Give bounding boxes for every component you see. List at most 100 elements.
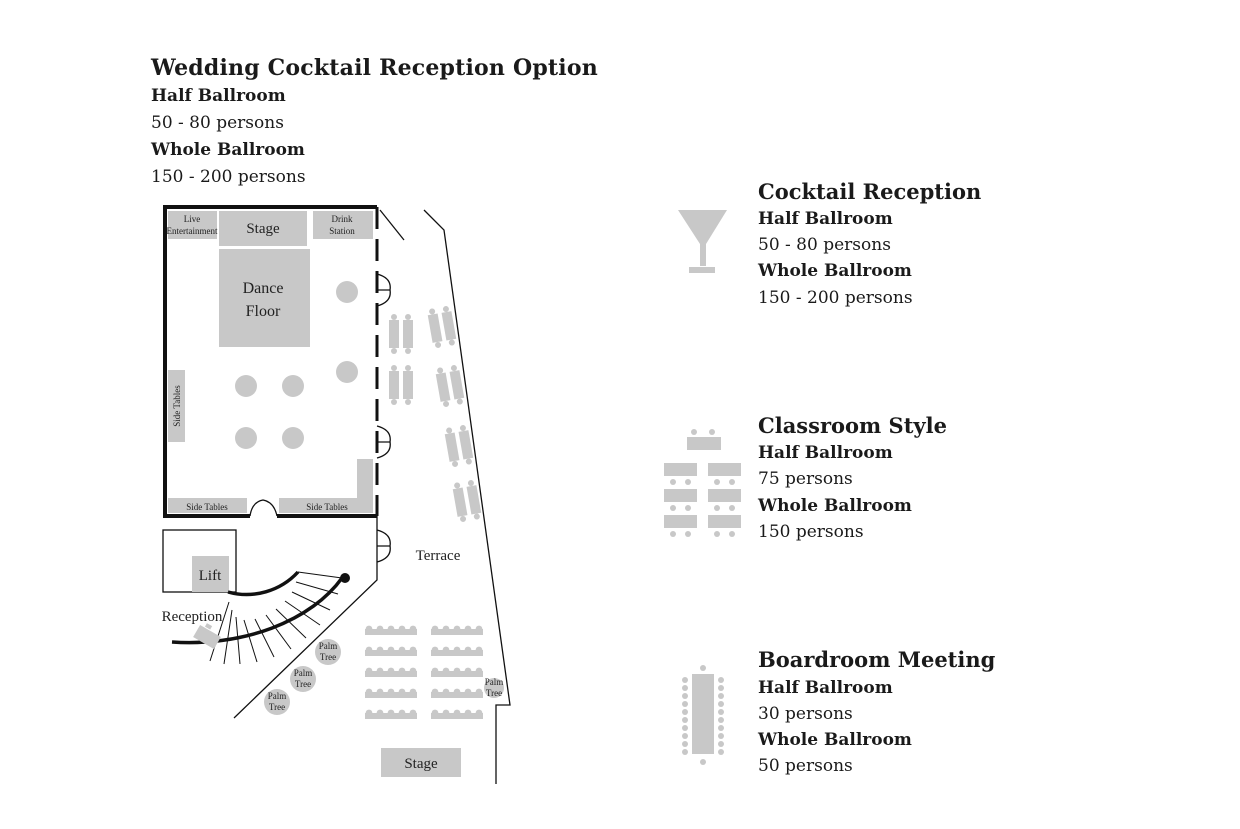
palm-tree-1-label-a: Palm xyxy=(319,641,338,651)
option-title-boardroom: Boardroom Meeting xyxy=(758,647,996,672)
martini-glass-icon xyxy=(678,210,727,273)
header-half-value: 50 - 80 persons xyxy=(151,113,284,133)
terrace-tables xyxy=(389,306,482,522)
round-table xyxy=(235,375,257,397)
seat xyxy=(475,625,483,633)
seat xyxy=(376,646,384,654)
live-entertainment-label-2: Entertainment xyxy=(167,226,218,236)
boardroom-chair xyxy=(682,717,688,723)
seat xyxy=(398,709,406,717)
classroom-chair xyxy=(714,531,720,537)
round-tables xyxy=(235,281,358,449)
seat xyxy=(464,688,472,696)
seat-row xyxy=(431,667,483,677)
option-classroom-whole-label: Whole Ballroom xyxy=(758,496,912,516)
table-pair xyxy=(444,425,474,467)
stage-bottom xyxy=(381,748,461,777)
seat-row xyxy=(431,709,483,719)
boardroom-table-icon xyxy=(682,665,724,765)
seat xyxy=(431,625,439,633)
seat xyxy=(387,646,395,654)
seat-row xyxy=(431,688,483,698)
boardroom-chair xyxy=(682,709,688,715)
seat xyxy=(365,709,373,717)
seat xyxy=(387,688,395,696)
seat xyxy=(409,625,417,633)
palm-tree-3-label-b: Tree xyxy=(269,702,285,712)
header-half-label: Half Ballroom xyxy=(151,86,286,106)
round-table xyxy=(235,427,257,449)
palm-tree xyxy=(264,689,290,715)
seat xyxy=(387,625,395,633)
seat xyxy=(398,625,406,633)
lift xyxy=(192,556,229,592)
classroom-chair xyxy=(714,479,720,485)
seat xyxy=(453,709,461,717)
seat xyxy=(409,667,417,675)
reception-desk xyxy=(193,623,221,650)
side-tables-bottom-left xyxy=(168,498,247,513)
classroom-desk xyxy=(708,515,741,528)
dance-floor-label-1: Dance xyxy=(243,280,284,297)
seat xyxy=(431,688,439,696)
seat xyxy=(475,688,483,696)
option-boardroom-half-label: Half Ballroom xyxy=(758,678,893,698)
table-pair xyxy=(452,480,482,522)
boardroom-chair xyxy=(718,685,724,691)
seat xyxy=(365,646,373,654)
classroom-chair xyxy=(685,531,691,537)
seat xyxy=(442,667,450,675)
seat xyxy=(365,667,373,675)
classroom-chair xyxy=(670,531,676,537)
side-tables-left-label: Side Tables xyxy=(172,385,182,427)
dance-floor-label-2: Floor xyxy=(246,303,281,320)
palm-tree xyxy=(315,639,341,665)
boardroom-chair xyxy=(682,677,688,683)
seating-rows xyxy=(365,625,483,719)
stage-top-label: Stage xyxy=(246,221,280,237)
boardroom-chair xyxy=(682,685,688,691)
boardroom-chair xyxy=(718,701,724,707)
classroom-chair xyxy=(670,505,676,511)
classroom-desk xyxy=(708,489,741,502)
lift-label: Lift xyxy=(199,568,222,584)
drink-station-label-2: Station xyxy=(329,226,355,236)
boardroom-chair xyxy=(718,741,724,747)
seat-row xyxy=(365,667,417,677)
table-pair xyxy=(435,365,465,407)
classroom-chair xyxy=(670,479,676,485)
classroom-layout-icon xyxy=(664,429,741,537)
classroom-chair xyxy=(729,479,735,485)
boardroom-chair xyxy=(718,749,724,755)
option-classroom-whole-value: 150 persons xyxy=(758,522,864,542)
boardroom-chair xyxy=(718,725,724,731)
seat xyxy=(398,646,406,654)
option-cocktail-half-label: Half Ballroom xyxy=(758,209,893,229)
round-table xyxy=(282,427,304,449)
seat xyxy=(409,688,417,696)
terrace-label: Terrace xyxy=(416,548,461,564)
boardroom-chair xyxy=(718,733,724,739)
seat xyxy=(376,625,384,633)
stage-bottom-label: Stage xyxy=(404,756,438,772)
boardroom-chair xyxy=(718,693,724,699)
classroom-desk xyxy=(664,463,697,476)
header-whole-label: Whole Ballroom xyxy=(151,140,305,160)
palm-tree xyxy=(290,666,316,692)
ballroom-walls xyxy=(163,205,379,518)
header-whole-value: 150 - 200 persons xyxy=(151,167,306,187)
option-title-cocktail: Cocktail Reception xyxy=(758,179,982,204)
boardroom-chair xyxy=(682,741,688,747)
seat-row xyxy=(431,625,483,635)
classroom-desk xyxy=(664,515,697,528)
page-title: Wedding Cocktail Reception Option xyxy=(151,55,598,81)
side-tables-bottom-right xyxy=(279,459,373,513)
option-classroom-half-label: Half Ballroom xyxy=(758,443,893,463)
seat xyxy=(475,667,483,675)
seat xyxy=(431,646,439,654)
live-entertainment-label-1: Live xyxy=(184,214,201,224)
boardroom-chair xyxy=(718,677,724,683)
classroom-chair xyxy=(729,531,735,537)
drink-station-label-1: Drink xyxy=(332,214,353,224)
